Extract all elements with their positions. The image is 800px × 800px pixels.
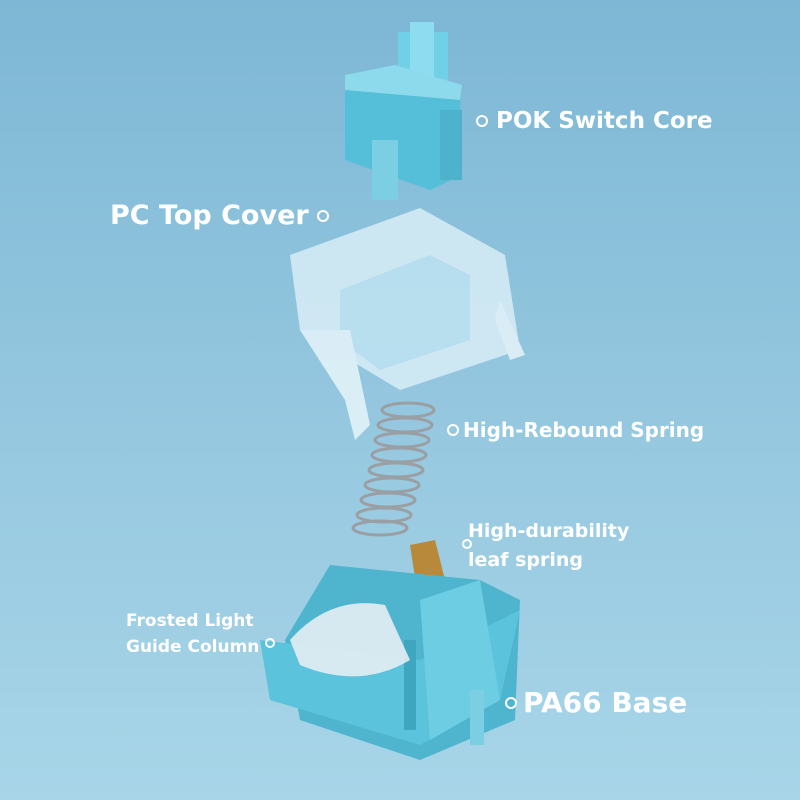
label-line: leaf spring xyxy=(468,549,584,571)
switch-core-part xyxy=(345,22,462,200)
label-line: High-durability xyxy=(468,520,630,542)
callout-dot-icon xyxy=(505,696,517,709)
label-text: PC Top Cover xyxy=(110,200,309,231)
top-cover-part xyxy=(290,208,525,440)
callout-dot-icon xyxy=(447,424,459,436)
label-switch-core: POK Switch Core xyxy=(476,108,713,134)
label-spring: High-Rebound Spring xyxy=(447,418,704,442)
callout-dot-icon xyxy=(316,209,329,222)
label-text: High-durability leaf spring xyxy=(468,517,629,575)
callout-dot-icon xyxy=(462,539,472,549)
label-top-cover: PC Top Cover xyxy=(110,200,329,231)
label-leaf-spring: High-durability leaf spring xyxy=(462,517,629,575)
label-text: POK Switch Core xyxy=(496,108,713,134)
label-light-guide: Frosted Light Guide Column xyxy=(126,608,276,660)
callout-dot-icon xyxy=(476,115,488,127)
label-text: High-Rebound Spring xyxy=(463,418,705,442)
label-text: PA66 Base xyxy=(523,686,688,719)
spring-part xyxy=(351,401,436,537)
label-line: Guide Column xyxy=(126,637,260,657)
label-text: Frosted Light Guide Column xyxy=(126,608,259,660)
base-part xyxy=(260,540,520,760)
callout-dot-icon xyxy=(265,638,276,648)
label-line: Frosted Light xyxy=(126,611,254,631)
label-base: PA66 Base xyxy=(505,686,687,719)
